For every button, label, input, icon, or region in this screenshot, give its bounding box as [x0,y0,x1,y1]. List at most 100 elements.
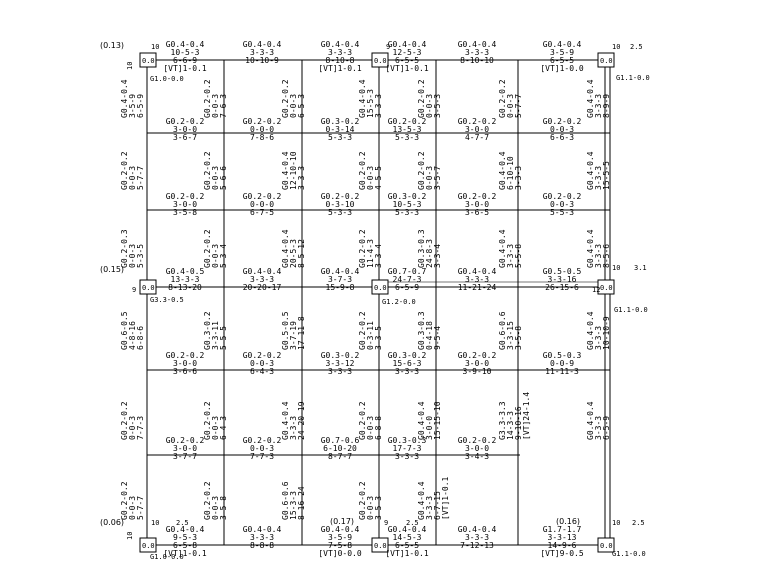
vertical-label: 8-9-9 [602,94,611,118]
beam-label: 15-9-8 [326,283,355,292]
beam-label: 3-3-3 [465,48,489,57]
vertical-label: 9-10-16 [514,406,523,440]
beam-label: 10-5-3 [171,48,200,57]
vertical-label: 3-3-3 [297,166,306,190]
vertical-label: G0.2-0.2 [281,79,290,118]
joint-mark: G1.0-0.0 [150,75,184,83]
beam-label: [VT]9-0.5 [540,549,584,558]
vertical-label: G0.3-0.2 [203,311,212,350]
vertical-label: G0.2-0.2 [417,79,426,118]
vertical-label: 0-0-3 [366,416,375,440]
beam-label: 6-7-5 [250,208,274,217]
beam-label: 3-6-5 [465,208,489,217]
beam-label: G0.5-0.3 [543,351,582,360]
vertical-label: G0.4-0.4 [417,481,426,520]
beam-label: 7-12-13 [460,541,494,550]
vertical-label: 8-5-12 [297,239,306,268]
vertical-label: 3-5-7 [433,166,442,190]
beam-annotations: G0.4-0.410-5-36-6-9[VT]1-0.1G0.4-0.43-3-… [163,40,584,558]
beam-label: [VT]1-0.0 [540,64,584,73]
beam-label: 0-3-10 [326,200,355,209]
beam-label: G0.4-0.4 [243,40,282,49]
vertical-label: 0-0-3 [211,94,220,118]
vertical-label: G0.2-0.2 [120,401,129,440]
beam-label: 6-10-20 [323,444,357,453]
vertical-label: G0.2-0.2 [358,401,367,440]
vertical-label: 6-10-10 [506,156,515,190]
column-tag: 10 [612,519,620,527]
beam-label: 6-5-8 [173,541,197,550]
beam-label: G0.3-0.2 [388,192,427,201]
beam-label: G0.4-0.4 [243,525,282,534]
beam-label: 3-7-7 [173,452,197,461]
vertical-label: 0-0-3 [425,94,434,118]
vertical-label: G0.4-0.4 [586,311,595,350]
vertical-label: 0-0-3 [506,94,515,118]
beam-label: 3-5-9 [328,533,352,542]
beam-label: 3-3-3 [328,48,352,57]
vertical-label: G0.2-0.2 [203,401,212,440]
beam-label: 0-3-14 [326,125,355,134]
beam-label: 8-8-8 [250,541,274,550]
column-value: 0.0 [600,57,613,65]
vertical-label: 5-7-7 [136,166,145,190]
vertical-label: G0.4-0.4 [417,401,426,440]
beam-label: 3-3-3 [395,367,419,376]
vertical-label: 0-0-3 [211,496,220,520]
vertical-label: 8-16-24 [297,486,306,520]
beam-label: 5-5-3 [550,208,574,217]
vertical-label: 6-4-3 [219,416,228,440]
beam-label: 5-3-3 [395,133,419,142]
beam-label: G0.2-0.2 [166,117,205,126]
coef-label: (0.06) [100,518,124,527]
vertical-label: G0.4-0.4 [281,401,290,440]
column-box [371,52,389,68]
vertical-label: 3-3-3 [594,94,603,118]
joint-mark: G1.1-0.0 [614,306,648,314]
vertical-label: 12-10-10 [289,151,298,190]
beam-label: 6-5-5 [550,56,574,65]
vertical-label: G0.4-0.4 [586,401,595,440]
column-tag: 2.5 [406,519,419,527]
joint-mark: G3.3-0.5 [150,296,184,304]
vertical-label: 5-6-6 [219,166,228,190]
beam-label: G0.2-0.2 [388,117,427,126]
beam-label: G0.2-0.2 [458,351,497,360]
vertical-label: G0.2-0.2 [203,481,212,520]
vertical-label: G0.2-0.2 [358,229,367,268]
vertical-label: 3-3-3 [514,166,523,190]
vertical-label: G0.2-0.2 [498,79,507,118]
column-value: 0.0 [374,542,387,550]
vertical-label: [VT]24-1.4 [522,392,531,440]
vertical-label: G3.3-3.3 [498,401,507,440]
beam-label: G0.4-0.4 [166,525,205,534]
beam-label: 3-3-13 [548,533,577,542]
vertical-label: 3-5-8 [514,326,523,350]
vertical-label: G0.3-0.3 [417,229,426,268]
vertical-label: 0-0-3 [211,416,220,440]
beam-label: G0.7-0.6 [321,436,360,445]
vertical-label: 15-3-3 [289,491,298,520]
joint-mark: G1.1-0.0 [612,550,646,558]
column-tag: 10 [126,62,134,70]
beam-label: G0.2-0.2 [458,117,497,126]
beam-label: 14-5-3 [393,533,422,542]
coef-label: (0.15) [100,265,124,274]
beam-label: 10-10-9 [245,56,279,65]
beam-label: 20-20-17 [243,283,282,292]
column-box [371,279,389,295]
beam-label: 8-13-20 [168,283,202,292]
vertical-label: 3-3-3 [594,326,603,350]
beam-label: G0.4-0.4 [321,525,360,534]
beam-label: 6-5-9 [395,283,419,292]
beam-label: 3-3-3 [465,533,489,542]
beam-label: G0.4-0.4 [543,40,582,49]
beam-label: 8-10-10 [460,56,494,65]
beam-label: 3-0-0 [465,359,489,368]
column-value: 0.0 [600,542,613,550]
column-tag: 2.5 [632,519,645,527]
vertical-label: 3-3-3 [594,416,603,440]
vertical-label: 4-8-16 [128,321,137,350]
vertical-label: 3-5-3 [433,94,442,118]
